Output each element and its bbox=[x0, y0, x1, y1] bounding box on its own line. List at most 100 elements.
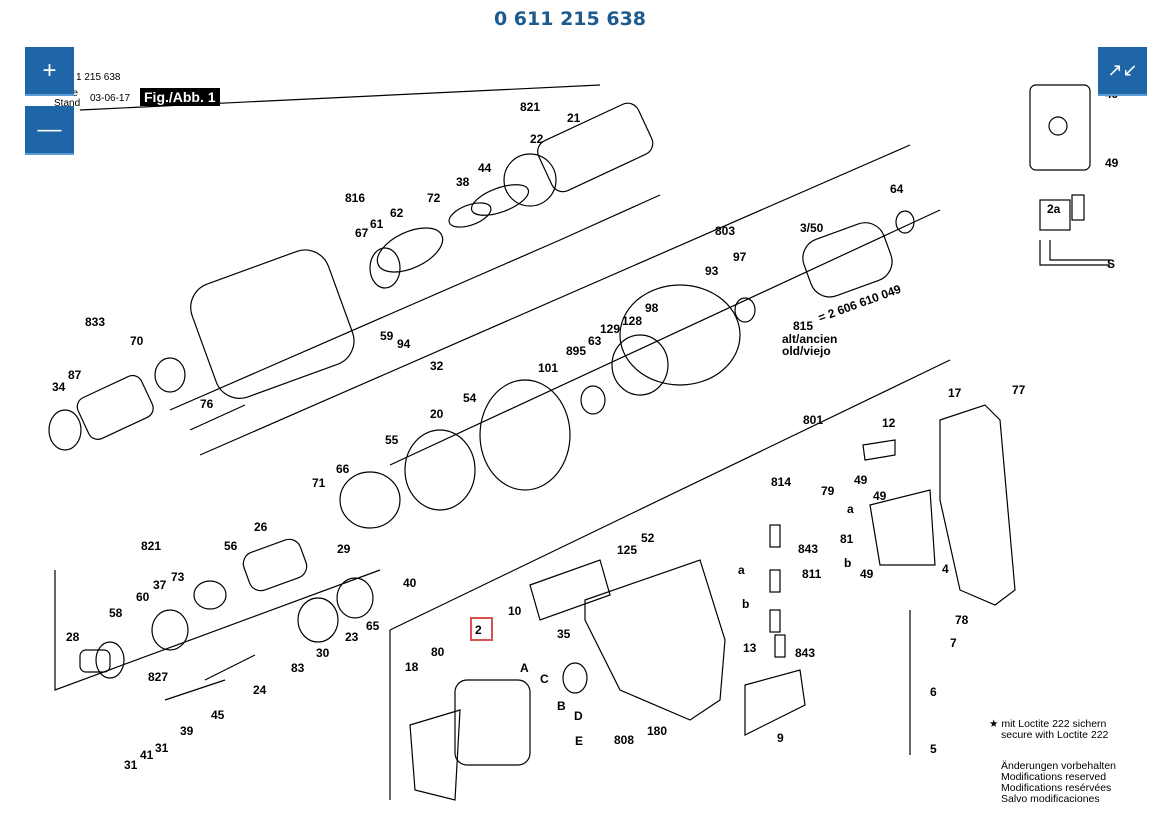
part-label-895: 895 bbox=[566, 344, 586, 358]
part-label-7: 7 bbox=[950, 636, 957, 650]
part-label-45: 45 bbox=[211, 708, 225, 722]
part-label-843-b: 843 bbox=[795, 646, 815, 660]
part-label-59: 59 bbox=[380, 329, 394, 343]
part-label-821-top: 821 bbox=[520, 100, 540, 114]
part-label-62: 62 bbox=[390, 206, 404, 220]
part-label-78: 78 bbox=[955, 613, 969, 627]
part-label-37: 37 bbox=[153, 578, 167, 592]
part-label-3-50: 3/50 bbox=[800, 221, 824, 235]
part-label-125: 125 bbox=[617, 543, 637, 557]
part-label-833: 833 bbox=[85, 315, 105, 329]
modifications-line2: Modifications reserved bbox=[1001, 771, 1107, 783]
marker-C: C bbox=[540, 672, 549, 686]
zoom-in-button[interactable]: + bbox=[25, 47, 74, 96]
part-label-76: 76 bbox=[200, 397, 214, 411]
part-label-28: 28 bbox=[66, 630, 80, 644]
part-label-67: 67 bbox=[355, 226, 369, 240]
wiring-label-S: S bbox=[1107, 257, 1115, 271]
part-label-128: 128 bbox=[622, 314, 642, 328]
part-label-63: 63 bbox=[588, 334, 602, 348]
part-label-12: 12 bbox=[882, 416, 896, 430]
part-label-97: 97 bbox=[733, 250, 747, 264]
zoom-out-button[interactable]: — bbox=[25, 106, 74, 155]
part-label-64: 64 bbox=[890, 182, 904, 196]
part-815-note: = 2 606 610 049 bbox=[816, 282, 903, 325]
part-label-73: 73 bbox=[171, 570, 185, 584]
part-label-40: 40 bbox=[403, 576, 417, 590]
part-label-39: 39 bbox=[180, 724, 194, 738]
part-label-79: 79 bbox=[821, 484, 835, 498]
part-label-61: 61 bbox=[370, 217, 384, 231]
part-label-17: 17 bbox=[948, 386, 962, 400]
part-label-72: 72 bbox=[427, 191, 441, 205]
part-label-29: 29 bbox=[337, 542, 351, 556]
part-label-34: 34 bbox=[52, 380, 66, 394]
modifications-line1: Änderungen vorbehalten bbox=[1001, 760, 1117, 772]
modifications-line3: Modifications resérvées bbox=[1001, 782, 1112, 794]
part-label-49-c: 49 bbox=[873, 489, 887, 503]
wiring-label-2a: 2a bbox=[1047, 202, 1061, 216]
part-label-5: 5 bbox=[930, 742, 937, 756]
document-title: 0 611 215 638 bbox=[493, 8, 647, 30]
part-label-80: 80 bbox=[431, 645, 445, 659]
part-label-129: 129 bbox=[600, 322, 620, 336]
part-label-827: 827 bbox=[148, 670, 168, 684]
part-label-55: 55 bbox=[385, 433, 399, 447]
part-label-81: 81 bbox=[840, 532, 854, 546]
loctite-note-line1: ★ mit Loctite 222 sichern bbox=[989, 718, 1107, 730]
part-label-58: 58 bbox=[109, 606, 123, 620]
part-label-815: 815 bbox=[793, 319, 813, 333]
part-label-180: 180 bbox=[647, 724, 667, 738]
selected-part-highlight[interactable] bbox=[470, 617, 493, 641]
part-label-2: 2 bbox=[475, 623, 482, 637]
part-label-66: 66 bbox=[336, 462, 350, 476]
part-label-49-a: 49 bbox=[854, 473, 868, 487]
part-label-52: 52 bbox=[641, 531, 655, 545]
part-label-41: 41 bbox=[140, 748, 154, 762]
part-label-31-a: 31 bbox=[124, 758, 138, 772]
switch-marker-b: b bbox=[844, 556, 851, 570]
part-label-101: 101 bbox=[538, 361, 558, 375]
part-label-803: 803 bbox=[715, 224, 735, 238]
fullscreen-toggle-icon[interactable]: ↗↙ bbox=[1098, 47, 1147, 96]
header-date: 03-06-17 bbox=[90, 93, 131, 104]
header-stand-label: Stand bbox=[54, 98, 81, 109]
part-label-821-bottom: 821 bbox=[141, 539, 161, 553]
part-815-old: old/viejo bbox=[782, 344, 831, 358]
loctite-note-line2: secure with Loctite 222 bbox=[1001, 729, 1109, 741]
switch-marker-a: a bbox=[847, 502, 854, 516]
part-label-54: 54 bbox=[463, 391, 477, 405]
part-label-98: 98 bbox=[645, 301, 659, 315]
part-label-30: 30 bbox=[316, 646, 330, 660]
header-part-number: 1 215 638 bbox=[76, 72, 121, 83]
part-815-alt: alt/ancien bbox=[782, 332, 837, 346]
part-label-94: 94 bbox=[397, 337, 411, 351]
part-label-77: 77 bbox=[1012, 383, 1026, 397]
part-label-56: 56 bbox=[224, 539, 238, 553]
wiring-label-49-mid: 49 bbox=[1105, 156, 1119, 170]
part-label-24: 24 bbox=[253, 683, 267, 697]
part-label-6: 6 bbox=[930, 685, 937, 699]
marker-E: E bbox=[575, 734, 583, 748]
marker-D: D bbox=[574, 709, 583, 723]
part-label-816: 816 bbox=[345, 191, 365, 205]
part-label-21: 21 bbox=[567, 111, 581, 125]
part-label-65: 65 bbox=[366, 619, 380, 633]
part-label-70: 70 bbox=[130, 334, 144, 348]
marker-a: a bbox=[738, 563, 745, 577]
part-label-4: 4 bbox=[942, 562, 949, 576]
marker-b: b bbox=[742, 597, 749, 611]
part-label-87: 87 bbox=[68, 368, 82, 382]
part-label-93: 93 bbox=[705, 264, 719, 278]
part-label-20: 20 bbox=[430, 407, 444, 421]
modifications-note: Änderungen vorbehalten Modifications res… bbox=[1001, 761, 1116, 805]
part-label-9: 9 bbox=[777, 731, 784, 745]
part-label-38: 38 bbox=[456, 175, 470, 189]
marker-B: B bbox=[557, 699, 566, 713]
modifications-line4: Salvo modificaciones bbox=[1001, 793, 1100, 805]
part-label-35: 35 bbox=[557, 627, 571, 641]
part-label-814: 814 bbox=[771, 475, 791, 489]
part-label-10: 10 bbox=[508, 604, 522, 618]
part-label-13: 13 bbox=[743, 641, 757, 655]
